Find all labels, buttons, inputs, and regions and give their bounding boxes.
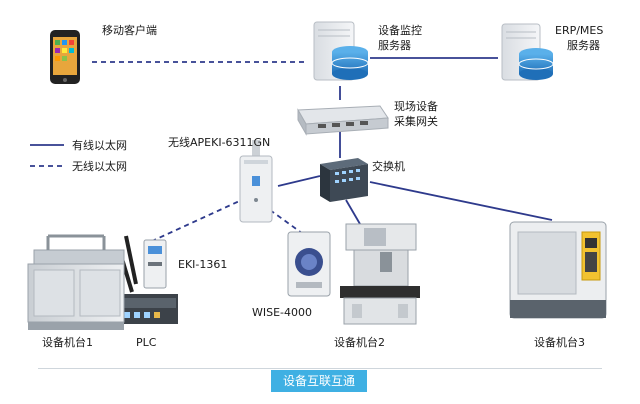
label-machine2: 设备机台2 (334, 335, 385, 349)
label-monitor-server-1: 设备监控 (378, 23, 422, 37)
wireless-ap-icon (239, 140, 273, 223)
bottom-divider (38, 368, 602, 369)
label-machine3: 设备机台3 (534, 335, 585, 349)
label-monitor-server-2: 服务器 (378, 39, 411, 52)
label-plc: PLC (136, 336, 157, 349)
legend-wireless-label: 无线以太网 (72, 159, 127, 173)
label-eki: EKI-1361 (178, 258, 227, 271)
link-switch-machine3 (369, 181, 553, 221)
plc-device-icon (118, 294, 178, 324)
label-gateway-2: 采集网关 (394, 114, 438, 128)
label-erp-1: ERP/MES (555, 24, 603, 37)
label-machine1: 设备机台1 (42, 335, 93, 349)
machine1-icon (27, 234, 125, 330)
link-ap-eki (149, 197, 247, 243)
label-erp-2: 服务器 (567, 39, 600, 52)
switch-device-icon (320, 158, 368, 202)
label-wireless-ap: 无线APEKI-6311GN (168, 135, 270, 149)
mobile-phone-icon (50, 30, 80, 84)
link-switch-ap (277, 175, 321, 187)
gateway-device-icon (297, 105, 389, 136)
label-gateway-1: 现场设备 (394, 99, 438, 113)
label-mobile: 移动客户端 (102, 23, 157, 37)
label-wise: WISE-4000 (252, 306, 312, 319)
legend: 有线以太网 无线以太网 (30, 138, 127, 173)
machine2-icon (340, 223, 420, 325)
label-switch: 交换机 (372, 159, 405, 173)
link-switch-machine2 (345, 199, 361, 225)
caption: 设备互联互通 (271, 370, 367, 392)
erp-server-icon (501, 23, 554, 81)
machine3-icon (509, 221, 607, 319)
monitor-server-icon (313, 21, 369, 81)
wise-module-icon (287, 231, 331, 297)
connection-lines (92, 57, 553, 243)
eki-device-icon (118, 235, 167, 293)
legend-wired-label: 有线以太网 (72, 138, 127, 152)
